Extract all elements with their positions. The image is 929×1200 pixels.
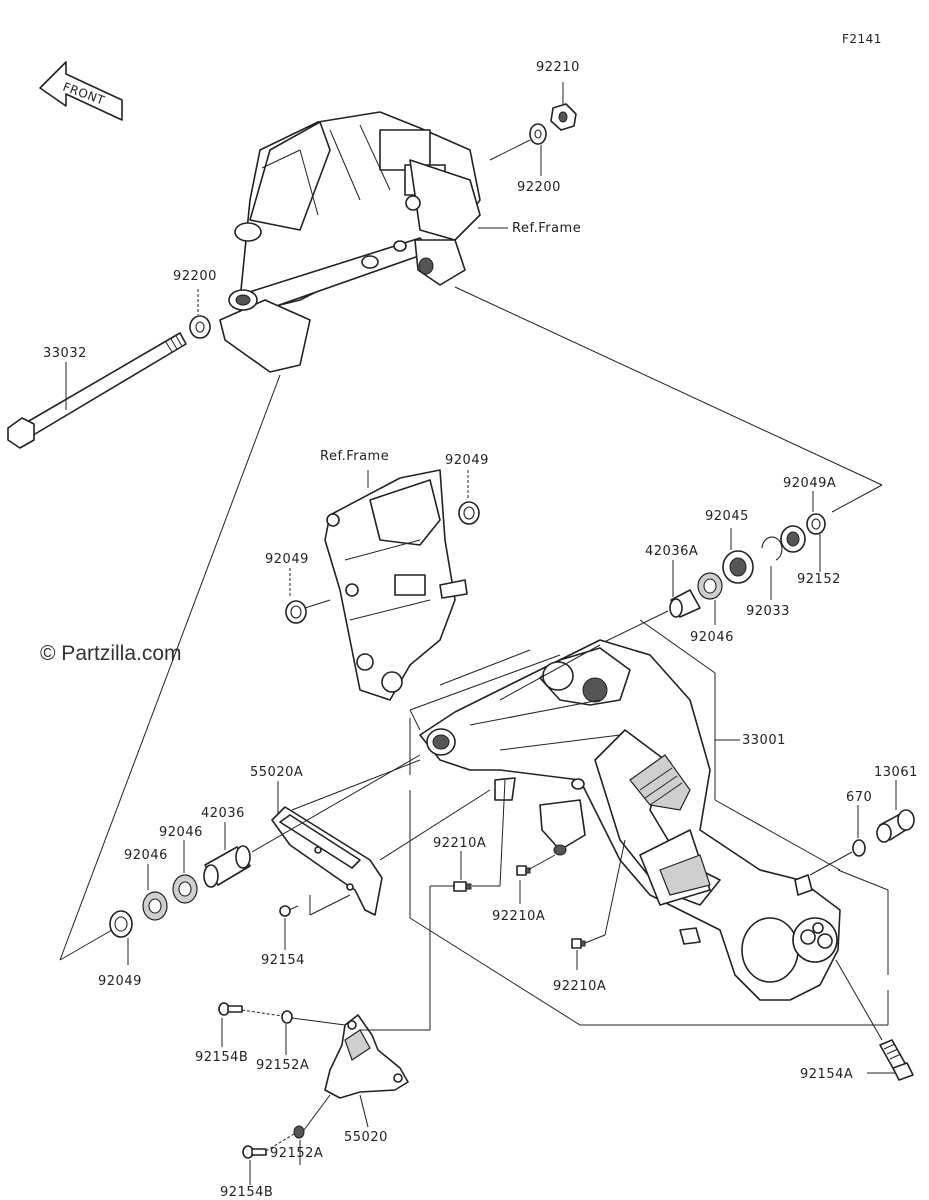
sleeve-42036A: [669, 589, 701, 618]
frame-middle: [324, 469, 468, 701]
label-92045: 92045: [705, 509, 749, 524]
washer-92200-top: [529, 123, 547, 145]
washer-92152A-2: [293, 1125, 305, 1139]
guard-55020: [324, 1014, 409, 1099]
bearing-92045: [722, 550, 754, 584]
label-92200-left: 92200: [173, 269, 217, 284]
axle-33032: [7, 332, 187, 449]
chain-guide-55020A: [271, 806, 383, 916]
watermark: © Partzilla.com: [40, 642, 182, 665]
label-92200-top: 92200: [517, 180, 561, 195]
bolt-92210A-1: [453, 881, 472, 892]
bearing-92046-right: [697, 572, 723, 600]
label-55020: 55020: [344, 1130, 388, 1145]
oring-670: [852, 839, 866, 857]
label-92154: 92154: [261, 953, 305, 968]
washer-92200-left: [189, 315, 211, 339]
bolt-92210A-3: [571, 938, 586, 949]
bearing-92046-a: [172, 874, 198, 904]
label-92033: 92033: [746, 604, 790, 619]
figure-id: F2141: [842, 32, 882, 46]
bolt-92210A-2: [516, 865, 531, 876]
washer-92152A-1: [281, 1010, 293, 1024]
label-92154B-2: 92154B: [220, 1185, 273, 1200]
label-92152A-2: 92152A: [270, 1146, 323, 1161]
seal-92049-top: [458, 501, 480, 525]
label-92049-left: 92049: [265, 552, 309, 567]
seal-92049-bottom: [109, 910, 133, 938]
label-42036A: 42036A: [645, 544, 698, 559]
label-92049-bottom: 92049: [98, 974, 142, 989]
label-92049-top: 92049: [445, 453, 489, 468]
sleeve-42036: [203, 845, 251, 888]
label-92049A: 92049A: [783, 476, 836, 491]
label-33032: 33032: [43, 346, 87, 361]
label-55020A: 55020A: [250, 765, 303, 780]
screw-92154: [279, 905, 299, 917]
label-92046-a: 92046: [159, 825, 203, 840]
circlip-92033: [761, 536, 783, 561]
bolt-92154B-2: [242, 1145, 267, 1159]
label-92152: 92152: [797, 572, 841, 587]
label-42036: 42036: [201, 806, 245, 821]
seal-92049-left: [285, 600, 307, 624]
front-arrow-icon: FRONT: [39, 61, 123, 121]
label-33001: 33001: [742, 733, 786, 748]
label-92154B-1: 92154B: [195, 1050, 248, 1065]
label-92046-b: 92046: [124, 848, 168, 863]
swingarm-33001: [419, 639, 841, 1001]
bearing-92046-b: [142, 891, 168, 921]
label-92210-top: 92210: [536, 60, 580, 75]
frame-upper: [219, 111, 481, 373]
label-92154A: 92154A: [800, 1067, 853, 1082]
seal-92049A: [780, 525, 806, 553]
label-92210A-2: 92210A: [492, 909, 545, 924]
label-92210A-3: 92210A: [553, 979, 606, 994]
bolt-92154B-1: [218, 1002, 243, 1016]
label-ref-frame-top: Ref.Frame: [512, 221, 581, 236]
label-ref-frame-mid: Ref.Frame: [320, 449, 389, 464]
bushing-13061: [876, 809, 915, 843]
label-92210A-1: 92210A: [433, 836, 486, 851]
label-92152A-1: 92152A: [256, 1058, 309, 1073]
label-92046-right: 92046: [690, 630, 734, 645]
collar-92152: [806, 513, 826, 535]
nut-92210-top: [550, 103, 577, 131]
label-13061: 13061: [874, 765, 918, 780]
label-670: 670: [846, 790, 872, 805]
bolt-92154A: [879, 1039, 914, 1081]
